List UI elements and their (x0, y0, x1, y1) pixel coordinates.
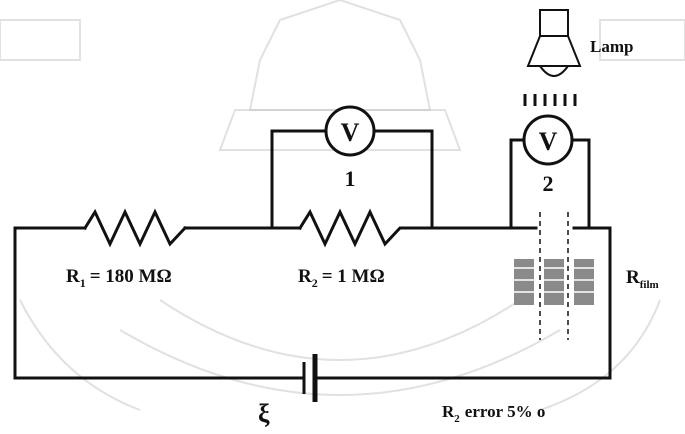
voltmeter-1-symbol: V (341, 118, 360, 147)
voltmeter-2-symbol: V (539, 127, 558, 156)
rfilm-label: Rfilm (626, 267, 659, 291)
r2-label: R2= 1 MΩ (298, 266, 385, 290)
watermark-emblem (0, 0, 685, 411)
r2-resistor (297, 208, 407, 248)
lamp-label: Lamp (590, 37, 633, 56)
lamp-icon (523, 9, 582, 106)
r1-label: R1= 180 MΩ (66, 266, 172, 290)
r1-resistor (82, 208, 188, 248)
voltmeter-2-number: 2 (543, 171, 554, 196)
film-sample (514, 212, 594, 340)
voltmeter-1-number: 1 (345, 166, 356, 191)
main-loop (13, 226, 612, 380)
battery (302, 354, 318, 402)
voltmeter-1 (270, 105, 434, 230)
voltmeter-2 (509, 114, 591, 230)
emf-label: ξ (258, 399, 270, 428)
